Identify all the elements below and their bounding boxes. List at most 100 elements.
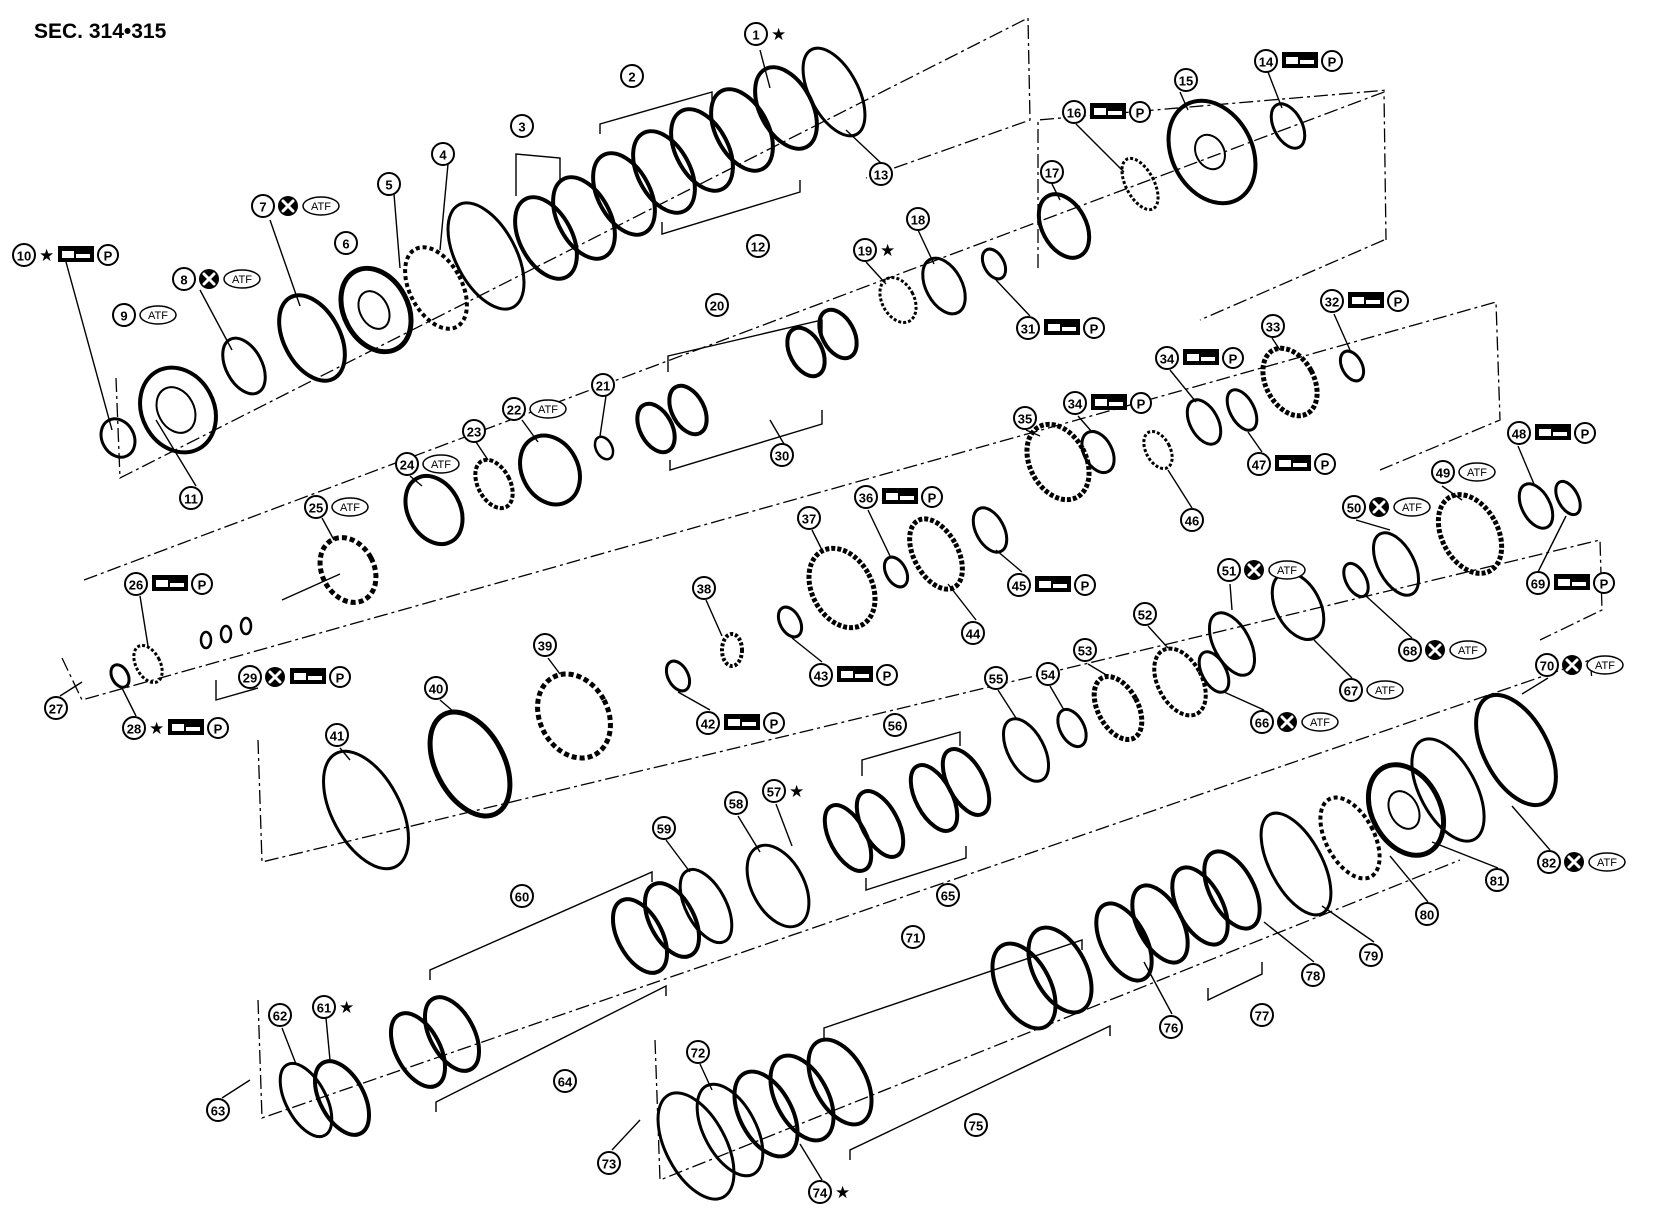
part-callout-64: 64 — [553, 1069, 577, 1093]
petroleum-jelly-icon: P — [1083, 317, 1105, 339]
part-callout-37: 37 — [797, 506, 821, 530]
part-ring — [882, 555, 910, 589]
callout-number: 69 — [1531, 577, 1545, 592]
petroleum-jelly-icon: P — [1314, 453, 1336, 475]
part-plate — [422, 995, 482, 1073]
part-gear — [720, 632, 744, 668]
callout-number: 25 — [309, 501, 323, 516]
callout-number: 66 — [1255, 716, 1269, 731]
part-gear — [806, 545, 878, 631]
part-callout-14: 14 P — [1254, 49, 1343, 73]
part-callout-30: 30 — [770, 443, 794, 467]
callout-circle — [312, 995, 336, 1019]
callout-number: 81 — [1490, 874, 1504, 889]
part-callout-16: 16 P — [1062, 100, 1151, 124]
callout-circle — [883, 713, 907, 737]
callout-circle — [431, 142, 455, 166]
part-ring — [776, 605, 804, 639]
part-ring — [1342, 561, 1370, 599]
callout-number: 63 — [211, 1104, 225, 1119]
callout-circle — [1217, 558, 1241, 582]
part-callout-58: 58 — [724, 791, 748, 815]
part-callout-20: 20 — [705, 293, 729, 317]
part-gear — [317, 535, 379, 605]
part-hub — [1036, 192, 1092, 260]
part-gear — [1260, 345, 1320, 419]
callout-number: 76 — [1164, 1021, 1178, 1036]
part-callout-19: 19★ — [853, 238, 895, 262]
callout-number: 58 — [729, 797, 743, 812]
section-title: SEC. 314•315 — [34, 20, 167, 43]
part-plate — [388, 1011, 448, 1089]
part-snap-ring — [801, 46, 867, 138]
part-callout-61: 61★ — [312, 995, 354, 1019]
part-callout-2: 2 — [620, 64, 644, 88]
petroleum-jelly-icon: P — [1321, 50, 1343, 72]
petroleum-jelly-icon: P — [1387, 290, 1409, 312]
callout-number: 28 — [127, 722, 141, 737]
callout-number: 16 — [1067, 106, 1081, 121]
svg-text:P: P — [336, 671, 345, 686]
callout-number: 50 — [1347, 501, 1361, 516]
star-icon: ★ — [835, 1183, 850, 1203]
svg-text:P: P — [198, 578, 207, 593]
petroleum-jelly-icon: P — [191, 573, 213, 595]
part-callout-6: 6 — [334, 231, 358, 255]
replace-x-icon — [1562, 655, 1582, 675]
callout-circle — [597, 1151, 621, 1175]
part-ring — [1554, 479, 1582, 517]
part-plate — [990, 941, 1058, 1031]
part-callout-41: 41 — [325, 723, 349, 747]
callout-circle — [1133, 602, 1157, 626]
part-carrier — [1166, 98, 1258, 206]
callout-number: 54 — [1041, 668, 1056, 683]
grease-tool-icon — [1275, 455, 1311, 471]
callout-circle — [1036, 662, 1060, 686]
petroleum-jelly-icon: P — [207, 717, 229, 739]
callout-circle — [1342, 495, 1366, 519]
part-ring — [1001, 717, 1051, 783]
petroleum-jelly-icon: P — [1129, 101, 1151, 123]
callout-number: 4 — [439, 148, 447, 163]
part-ring — [1197, 650, 1231, 694]
callout-circle — [1180, 508, 1204, 532]
callout-circle — [1247, 452, 1271, 476]
callout-circle — [179, 486, 203, 510]
grease-tool-icon — [152, 575, 188, 591]
part-callout-11: 11 — [179, 486, 203, 510]
part-callout-78: 78 — [1301, 963, 1325, 987]
part-plate — [854, 789, 906, 859]
part-callout-71: 71 — [901, 925, 925, 949]
part-drum-inner — [155, 386, 197, 434]
atf-icon: ATF — [422, 454, 460, 474]
atf-icon: ATF — [1588, 852, 1626, 872]
callout-number: 49 — [1436, 466, 1450, 481]
part-callout-74: 74★ — [808, 1180, 850, 1204]
callout-circle — [1398, 638, 1422, 662]
atf-icon: ATF — [223, 269, 261, 289]
star-icon: ★ — [149, 719, 164, 739]
part-callout-50: 50 ATF — [1342, 495, 1431, 519]
callout-circle — [510, 114, 534, 138]
callout-number: 14 — [1259, 55, 1274, 70]
part-callout-47: 47 P — [1247, 452, 1336, 476]
part-carrier-inner — [1194, 133, 1226, 171]
part-plate — [1094, 901, 1154, 983]
part-ring — [1410, 737, 1486, 843]
part-callout-40: 40 — [424, 676, 448, 700]
part-ring — [219, 624, 233, 644]
part-ring — [1225, 388, 1259, 432]
svg-text:P: P — [770, 717, 779, 732]
callout-number: 47 — [1252, 458, 1266, 473]
grease-tool-icon — [168, 719, 204, 735]
callout-circle — [809, 663, 833, 687]
callout-circle — [1261, 314, 1285, 338]
part-plate — [551, 175, 617, 261]
callout-circle — [901, 925, 925, 949]
callout-number: 71 — [906, 931, 920, 946]
svg-text:ATF: ATF — [1402, 502, 1422, 514]
callout-circle — [936, 883, 960, 907]
grease-tool-icon — [1535, 424, 1571, 440]
